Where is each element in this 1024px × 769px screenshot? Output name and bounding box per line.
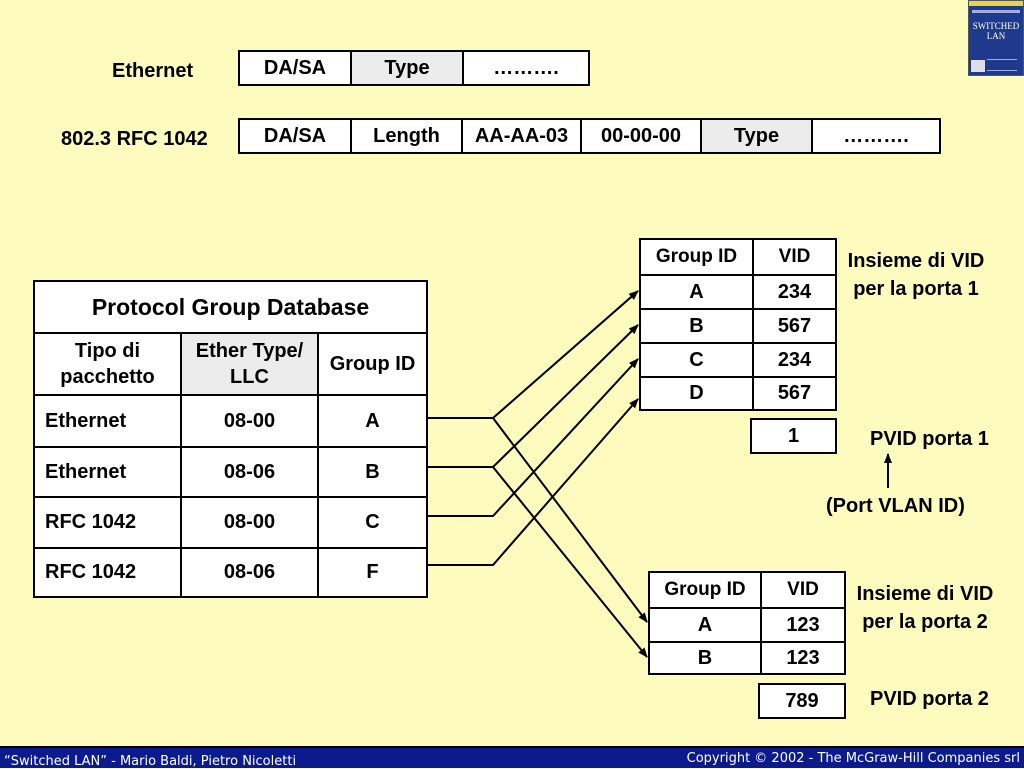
port2-header-vid: VID (760, 571, 846, 607)
rfc1042-frame-label: 802.3 RFC 1042 (61, 128, 208, 150)
arrow-a-to-port2 (492, 417, 648, 623)
pgd-row-2-ethertype: 08-06 (180, 446, 317, 496)
port1-header-group-id: Group ID (639, 238, 752, 274)
pgd-row-1-group: A (317, 394, 428, 446)
port1-row-4-vid: 567 (752, 376, 837, 411)
port1-row-4-group: D (639, 376, 752, 411)
pgd-row-3-type: RFC 1042 (33, 496, 180, 547)
port1-pvid-label: PVID porta 1 (870, 428, 989, 450)
pgd-row-3-group: C (317, 496, 428, 547)
arrow-b-to-port2 (492, 466, 648, 658)
port2-header-group-id: Group ID (648, 571, 760, 607)
port1-header-vid: VID (752, 238, 837, 274)
arrow-b-to-port1 (428, 324, 639, 468)
port1-pvid-value: 1 (750, 418, 837, 454)
rfc1042-field-length: Length (350, 118, 461, 154)
port2-row-1-group: A (648, 607, 760, 641)
ethernet-field-payload: ………. (462, 50, 590, 86)
port1-row-1-vid: 234 (752, 274, 837, 308)
port2-pvid-label: PVID porta 2 (870, 688, 989, 710)
pgd-header-group-id: Group ID (317, 332, 428, 394)
rfc1042-field-llc: AA-AA-03 (461, 118, 580, 154)
cover-decoration (987, 59, 1017, 71)
pgd-header-packet-type: Tipo di pacchetto (33, 332, 180, 394)
arrow-c-to-port1 (428, 358, 639, 517)
pgd-row-4-type: RFC 1042 (33, 547, 180, 598)
port2-row-2-group: B (648, 641, 760, 675)
port1-row-2-vid: 567 (752, 308, 837, 342)
cover-logo (971, 60, 985, 72)
cover-authors-line (972, 10, 1020, 13)
footer-copyright: Copyright © 2002 - The McGraw-Hill Compa… (686, 751, 1020, 766)
pgd-row-4-ethertype: 08-06 (180, 547, 317, 598)
pgd-row-1-ethertype: 08-00 (180, 394, 317, 446)
port-vlan-id-note: (Port VLAN ID) (826, 495, 965, 517)
rfc1042-field-type: Type (700, 118, 811, 154)
pgd-row-2-group: B (317, 446, 428, 496)
port2-pvid-value: 789 (758, 683, 846, 719)
pgd-row-3-ethertype: 08-00 (180, 496, 317, 547)
port1-caption: Insieme di VID per la porta 1 (847, 250, 985, 300)
port2-caption: Insieme di VID per la porta 2 (856, 583, 994, 633)
pgd-row-1-type: Ethernet (33, 394, 180, 446)
ethernet-frame-label: Ethernet (112, 60, 194, 82)
book-cover-image: SWITCHED LAN (968, 0, 1024, 76)
cover-title: SWITCHED LAN (972, 21, 1020, 41)
port1-row-2-group: B (639, 308, 752, 342)
pgd-header-ethertype: Ether Type/ LLC (180, 332, 317, 394)
rfc1042-field-oui: 00-00-00 (580, 118, 700, 154)
footer-bar: “Switched LAN” - Mario Baldi, Pietro Nic… (0, 746, 1024, 769)
pgd-row-4-group: F (317, 547, 428, 598)
port1-row-3-group: C (639, 342, 752, 376)
port2-row-1-vid: 123 (760, 607, 846, 641)
pgd-title: Protocol Group Database (33, 280, 428, 332)
ethernet-field-dasa: DA/SA (238, 50, 350, 86)
pgd-row-2-type: Ethernet (33, 446, 180, 496)
rfc1042-field-dasa: DA/SA (238, 118, 350, 154)
arrow-f-to-port1 (428, 398, 639, 566)
port1-row-3-vid: 234 (752, 342, 837, 376)
cover-stripe (969, 1, 1023, 6)
port1-row-1-group: A (639, 274, 752, 308)
footer-book-credit: “Switched LAN” - Mario Baldi, Pietro Nic… (4, 754, 297, 769)
rfc1042-field-payload: ………. (811, 118, 941, 154)
ethernet-field-type: Type (350, 50, 462, 86)
port2-row-2-vid: 123 (760, 641, 846, 675)
